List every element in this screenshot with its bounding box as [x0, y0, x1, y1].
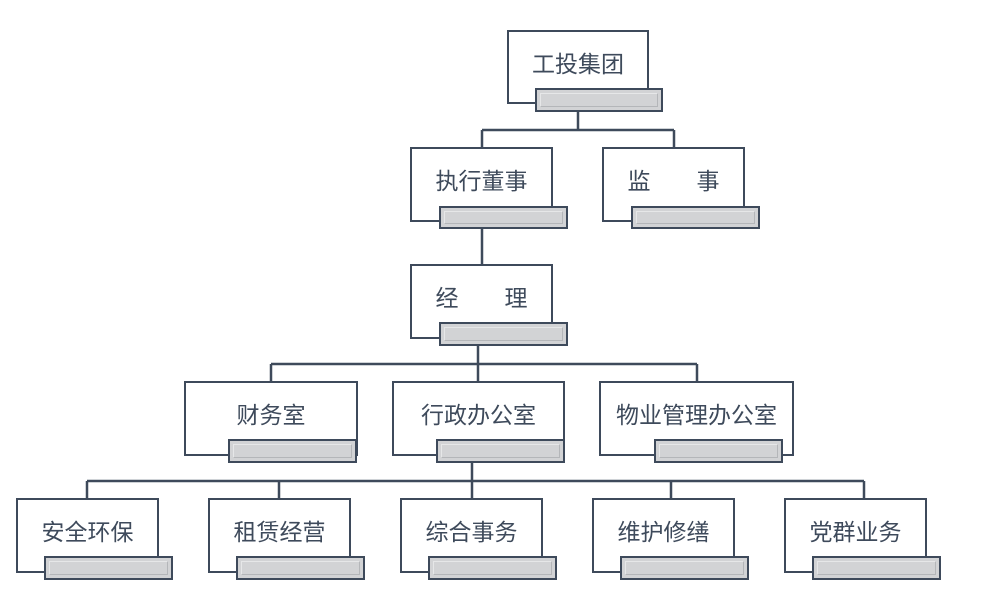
node-finance-office[interactable]: 财务室 [184, 381, 358, 456]
node-label: 安全环保 [41, 520, 134, 546]
node-label: 租赁经营 [233, 520, 326, 546]
node-label: 综合事务 [425, 520, 518, 546]
node-tab [428, 556, 557, 580]
node-tab [812, 556, 941, 580]
node-tab [436, 439, 565, 463]
node-tab [654, 439, 783, 463]
node-tab [439, 206, 568, 229]
node-tab [439, 322, 568, 346]
node-label: 经 理 [435, 286, 528, 312]
node-label: 党群业务 [809, 520, 902, 546]
node-label: 物业管理办公室 [616, 403, 777, 429]
node-tab [236, 556, 365, 580]
node-label: 行政办公室 [421, 403, 536, 429]
node-tab [535, 88, 663, 112]
node-tab [228, 439, 357, 463]
node-label: 监 事 [627, 169, 720, 195]
node-tab [620, 556, 749, 580]
node-label: 工投集团 [532, 52, 624, 78]
node-label: 财务室 [236, 403, 306, 429]
node-label: 维护修缮 [617, 520, 710, 546]
node-tab [44, 556, 173, 580]
node-label: 执行董事 [435, 169, 528, 195]
node-tab [631, 206, 760, 229]
